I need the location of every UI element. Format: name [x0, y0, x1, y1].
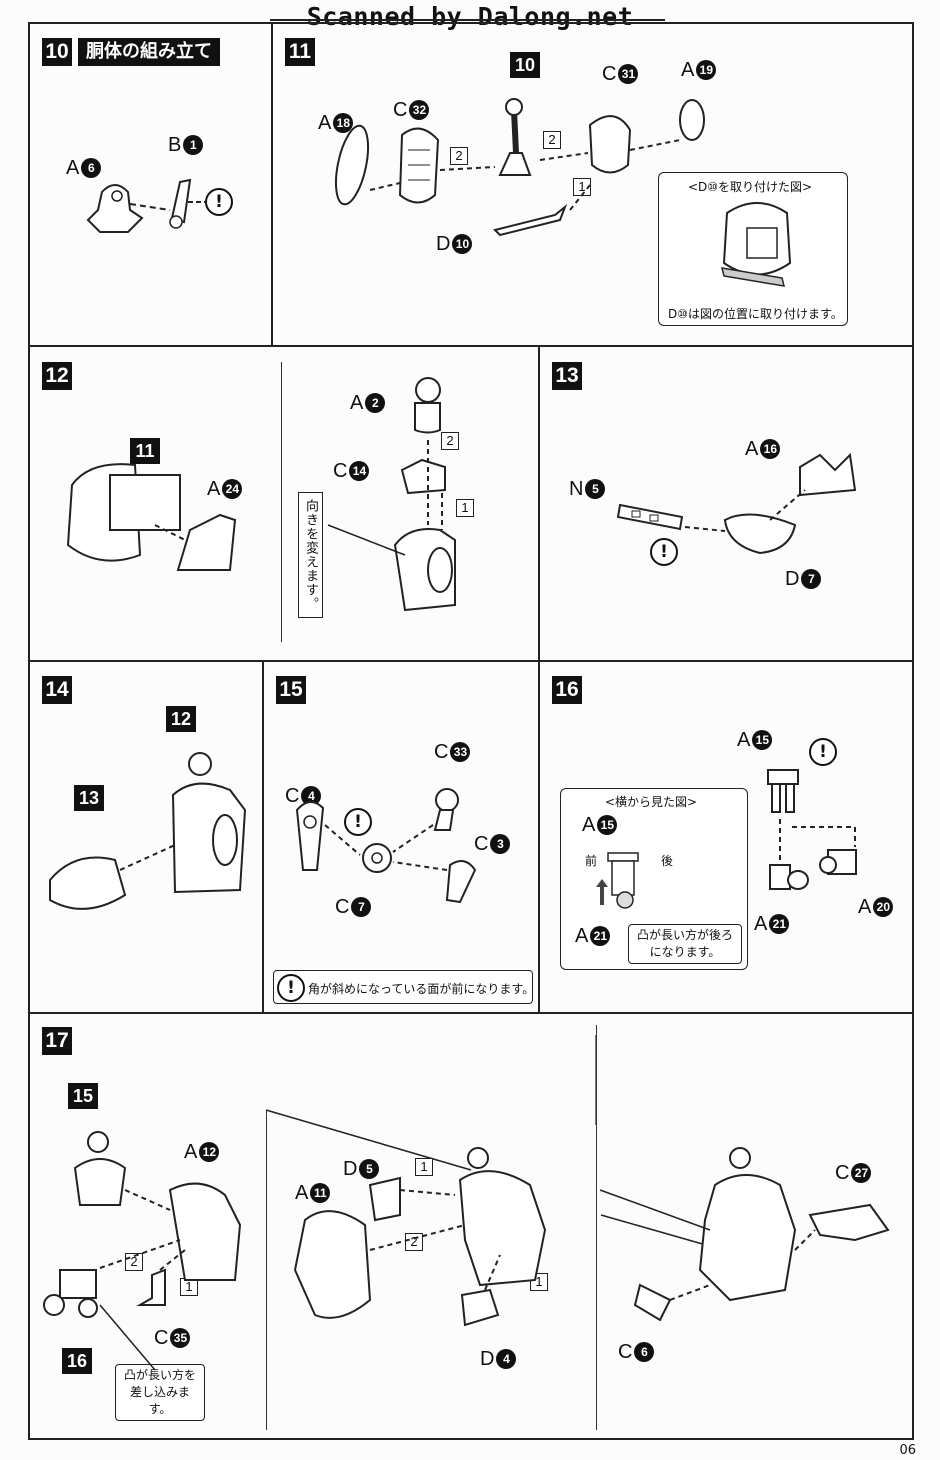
step-13-parts — [616, 452, 857, 555]
col-divider-15-16 — [538, 661, 540, 1013]
step-16-callout: 凸が長い方が後ろになります。 — [628, 924, 742, 964]
step-17-right-parts — [599, 1147, 890, 1322]
caution-icon-note: ! — [277, 974, 305, 1002]
step-15-note-box — [273, 970, 533, 1004]
step-17-middle-parts — [293, 1147, 547, 1327]
caution-icon-s15: ! — [344, 808, 372, 836]
ref-step-12: 12 — [166, 706, 196, 732]
page-frame — [28, 22, 914, 1440]
step-15-parts — [295, 788, 477, 904]
row-divider-3 — [28, 1012, 914, 1014]
order-1-s12: 1 — [456, 499, 474, 517]
rotate-note: 向きを変えます。 — [298, 492, 323, 618]
step-13-number: 13 — [552, 362, 582, 390]
ref-step-16: 16 — [62, 1348, 92, 1374]
label-back: 後 — [661, 854, 674, 868]
step-11-parts — [334, 98, 705, 237]
ref-step-15: 15 — [68, 1083, 98, 1109]
label-front: 前 — [585, 854, 598, 868]
step-11-number: 11 — [285, 38, 315, 66]
inset-title: <D⑩を取り付けた図> — [688, 180, 813, 194]
section-title: 胴体の組み立て — [78, 38, 220, 66]
step-17-number: 17 — [42, 1027, 72, 1055]
caution-icon-s16: ! — [809, 738, 837, 766]
row-divider-2 — [28, 660, 914, 662]
step-17-left-parts — [43, 1131, 242, 1371]
inset-16-illustration — [596, 852, 639, 909]
order-2-a: 2 — [450, 147, 468, 165]
step-17-callout: 凸が長い方を差し込みます。 — [115, 1364, 205, 1421]
ref-step-11: 11 — [130, 438, 160, 464]
step-10-number: 10 — [42, 38, 72, 66]
row-divider-1 — [28, 345, 914, 347]
step-14-parts — [49, 752, 247, 910]
step-16-parts — [767, 769, 857, 890]
step-10-parts — [86, 178, 205, 233]
order-2-s12: 2 — [441, 432, 459, 450]
step-15-number: 15 — [276, 676, 306, 704]
step-12-number: 12 — [42, 362, 72, 390]
inset-title-16: <横から見た図> — [605, 795, 698, 809]
step-12-parts — [66, 377, 456, 612]
step-16-number: 16 — [552, 676, 582, 704]
ref-step-13: 13 — [74, 785, 104, 811]
header-rule — [270, 19, 665, 21]
col-divider-10-11 — [271, 22, 273, 346]
col-divider-14-15 — [262, 661, 264, 1013]
step-17-separator-1 — [266, 1110, 267, 1430]
caution-icon: ! — [205, 188, 233, 216]
step-17-separator-2 — [596, 1025, 597, 1430]
order-1-s17b: 1 — [415, 1158, 433, 1176]
col-divider-12-13 — [538, 346, 540, 661]
step-12-separator — [281, 362, 282, 642]
inset-part-illustration — [720, 202, 792, 287]
order-2-b: 2 — [543, 131, 561, 149]
inset-note: D⑩は図の位置に取り付けます。 — [668, 307, 843, 321]
caution-icon-s13: ! — [650, 538, 678, 566]
step-15-note: 角が斜めになっている面が前になります。 — [308, 982, 535, 996]
scan-header: Scanned by Dalong.net — [306, 2, 634, 31]
page-number: 06 — [899, 1443, 916, 1458]
ref-part-10: 10 — [510, 52, 540, 78]
step-14-number: 14 — [42, 676, 72, 704]
order-2-s17b: 2 — [405, 1233, 423, 1251]
